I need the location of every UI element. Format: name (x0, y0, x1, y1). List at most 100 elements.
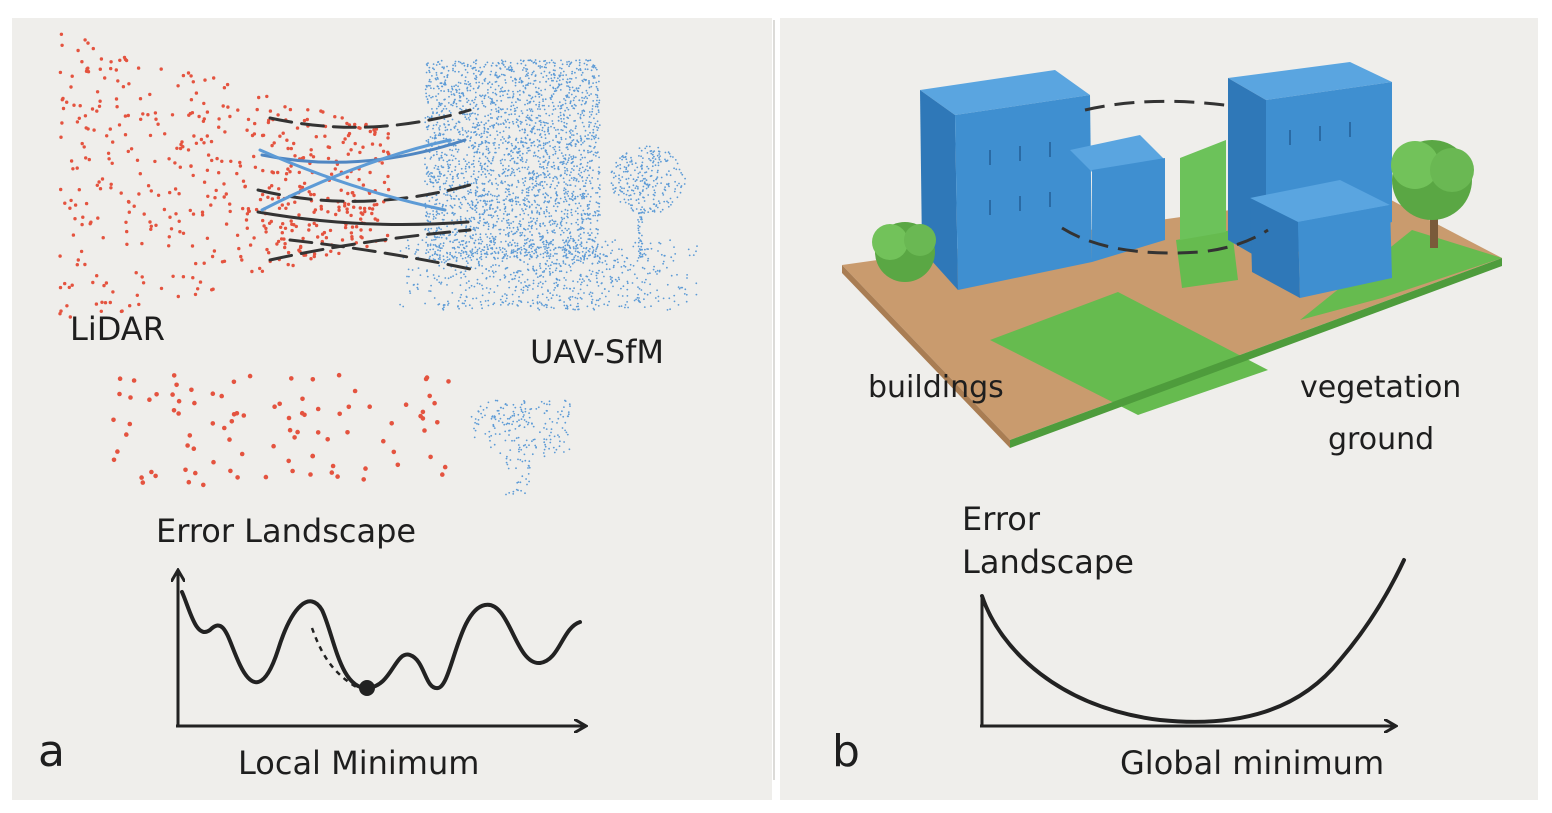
point (444, 277, 447, 279)
point (464, 160, 467, 163)
point (561, 249, 564, 251)
point (209, 139, 214, 144)
point (433, 176, 436, 179)
point (528, 416, 531, 419)
point (292, 435, 297, 440)
point (430, 81, 432, 83)
point (483, 221, 486, 224)
point (511, 96, 514, 99)
point (479, 301, 482, 303)
point (536, 301, 539, 304)
point (543, 130, 546, 133)
point (647, 194, 650, 196)
point (498, 194, 500, 197)
point (532, 100, 535, 103)
point (100, 300, 104, 304)
point (565, 304, 568, 307)
point (245, 226, 249, 230)
point (517, 280, 520, 282)
point (95, 183, 100, 187)
point (552, 87, 555, 90)
point (539, 225, 542, 228)
point (496, 130, 498, 133)
point (147, 397, 152, 403)
point (486, 243, 488, 246)
point (561, 63, 564, 66)
point (675, 168, 678, 171)
point (506, 213, 509, 216)
point (554, 69, 556, 72)
point (650, 247, 653, 250)
point (443, 123, 446, 126)
point (528, 59, 531, 62)
point (477, 70, 480, 73)
point (524, 75, 527, 77)
point (514, 428, 517, 430)
point (480, 132, 483, 135)
point (69, 85, 73, 89)
point (416, 283, 419, 286)
point (548, 176, 551, 179)
point (542, 243, 545, 246)
point (547, 246, 550, 249)
point (289, 146, 293, 151)
point (542, 452, 545, 454)
point (307, 190, 311, 194)
point (483, 95, 486, 98)
point (516, 156, 519, 159)
point (581, 176, 583, 179)
point (552, 139, 554, 142)
point (538, 308, 541, 311)
point (595, 201, 598, 204)
point (468, 191, 471, 194)
point (479, 162, 482, 165)
point (154, 392, 159, 397)
point (540, 302, 543, 305)
point (530, 73, 533, 76)
point (653, 265, 655, 268)
point (408, 275, 410, 278)
point (475, 297, 478, 300)
point (535, 269, 538, 272)
point (664, 151, 667, 154)
point (593, 308, 596, 311)
point (620, 248, 623, 251)
point (585, 218, 588, 220)
point (472, 144, 474, 147)
point (319, 109, 323, 113)
point (523, 184, 526, 187)
point (408, 247, 410, 250)
point (566, 243, 569, 246)
point (438, 275, 440, 278)
point (516, 242, 519, 245)
point (489, 179, 491, 182)
point (472, 72, 475, 75)
point (432, 185, 435, 188)
point (507, 244, 510, 247)
point (567, 228, 570, 230)
point (75, 263, 80, 267)
point (562, 262, 565, 264)
point (554, 62, 556, 65)
point (336, 372, 342, 378)
point (176, 411, 181, 416)
point (512, 192, 515, 195)
point (465, 251, 468, 254)
point (552, 146, 555, 149)
point (539, 235, 541, 238)
point (512, 300, 515, 303)
point (543, 441, 546, 444)
point (499, 90, 501, 93)
point (459, 215, 462, 218)
point (629, 263, 632, 266)
point (612, 184, 614, 187)
point (590, 160, 593, 162)
point (547, 174, 550, 177)
point (577, 173, 580, 176)
point (433, 68, 435, 71)
point (586, 257, 589, 260)
point (439, 133, 442, 135)
point (595, 93, 597, 96)
point (532, 70, 535, 73)
point (500, 139, 502, 141)
